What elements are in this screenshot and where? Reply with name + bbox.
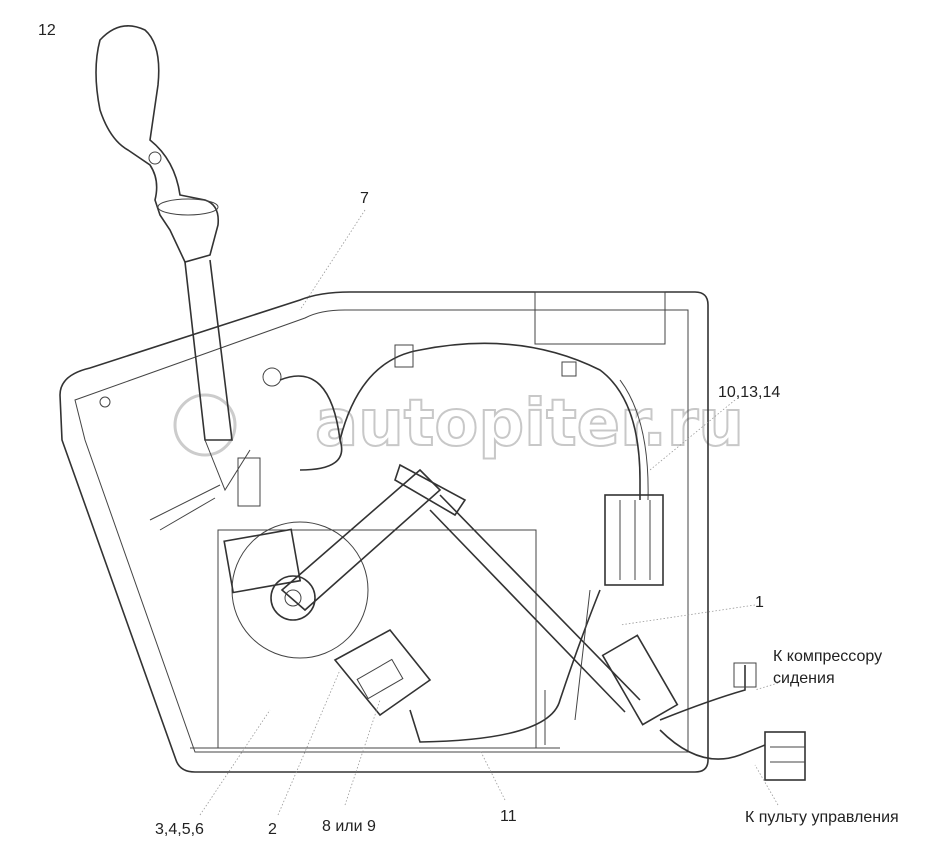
watermark: autopiter.ru	[173, 386, 745, 462]
label-to-control-panel: К пульту управления	[745, 809, 899, 826]
callout-12: 12	[38, 22, 56, 39]
lever-handle	[95, 24, 282, 507]
leader-lines	[199, 209, 779, 816]
callout-7: 7	[360, 190, 369, 207]
housing-panel	[59, 291, 709, 773]
callout-10-13-14: 10,13,14	[718, 384, 780, 401]
microswitch	[333, 628, 432, 717]
label-to-seat-compressor: К компрессору	[773, 648, 882, 665]
callout-11: 11	[500, 808, 517, 825]
label-to-seat-compressor-2: сидения	[773, 670, 835, 687]
pivot-mechanism	[149, 463, 641, 713]
callout-2: 2	[268, 821, 277, 838]
callout-3-4-5-6: 3,4,5,6	[155, 821, 204, 838]
callout-8-or-9: 8 или 9	[322, 818, 376, 835]
wire-harness	[279, 342, 806, 781]
svg-text:autopiter.ru: autopiter.ru	[315, 387, 744, 461]
callout-1: 1	[755, 594, 764, 611]
